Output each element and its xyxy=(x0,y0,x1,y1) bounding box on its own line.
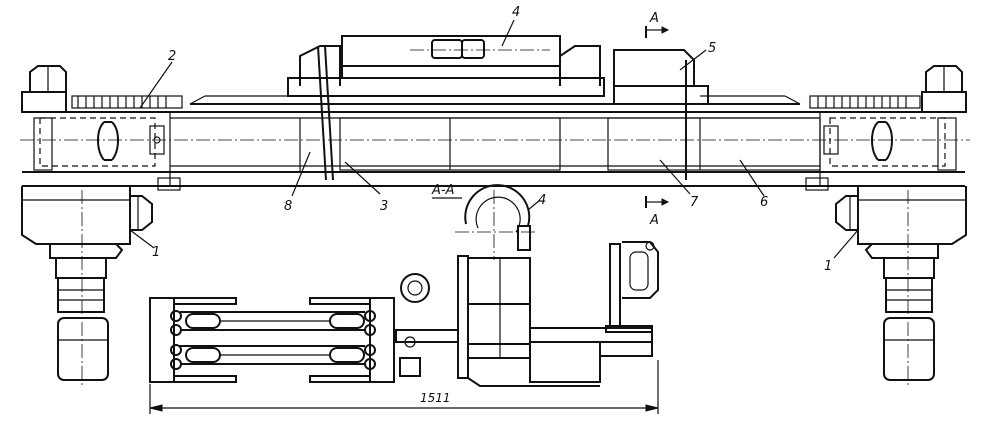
section-view-a-a: A-A 4 xyxy=(149,183,659,414)
clamp-ring: 4 xyxy=(455,184,546,260)
section-marker-top-label: A xyxy=(649,11,659,26)
dimension-overall-width: 1511 xyxy=(149,360,659,414)
left-wheel-unit xyxy=(21,186,153,385)
lower-rod xyxy=(170,344,376,370)
svg-text:2: 2 xyxy=(168,49,176,64)
dimension-overall-width-value: 1511 xyxy=(420,391,451,405)
callout-2: 2 xyxy=(139,49,176,109)
left-end-assembly xyxy=(21,65,183,191)
main-beam xyxy=(20,95,970,187)
svg-text:5: 5 xyxy=(708,41,716,56)
callout-3: 3 xyxy=(344,161,388,214)
link-rods xyxy=(149,297,459,383)
svg-text:4: 4 xyxy=(512,5,520,20)
svg-text:1: 1 xyxy=(152,245,160,260)
section-frame xyxy=(457,241,659,387)
svg-text:6: 6 xyxy=(760,195,768,210)
svg-text:8: 8 xyxy=(284,199,292,214)
callout-7: 7 xyxy=(659,159,699,210)
section-marker-bottom: A xyxy=(645,196,670,228)
callout-5: 5 xyxy=(679,41,716,71)
right-end-assembly xyxy=(805,65,967,191)
left-gear-teeth xyxy=(77,96,167,108)
right-center-block xyxy=(607,49,821,180)
bolt-head xyxy=(400,273,430,303)
svg-text:1: 1 xyxy=(824,259,832,274)
callout-4-top: 4 xyxy=(501,5,520,47)
svg-text:7: 7 xyxy=(690,195,699,210)
right-gear-teeth xyxy=(817,96,907,108)
svg-text:3: 3 xyxy=(380,199,388,214)
section-title: A-A xyxy=(431,183,454,198)
section-marker-top: A xyxy=(645,11,670,38)
callout-1-left: 1 xyxy=(129,229,160,260)
callout-1-right: 1 xyxy=(824,229,859,274)
center-block xyxy=(287,35,605,181)
section-marker-bottom-label: A xyxy=(649,213,659,228)
right-wheel-unit xyxy=(835,186,967,385)
upper-rod xyxy=(170,310,376,336)
top-view: A A 1 1 2 3 4 5 xyxy=(20,5,970,385)
callout-6: 6 xyxy=(739,159,768,210)
callout-4-section: 4 xyxy=(538,193,546,208)
callout-8: 8 xyxy=(284,151,311,214)
